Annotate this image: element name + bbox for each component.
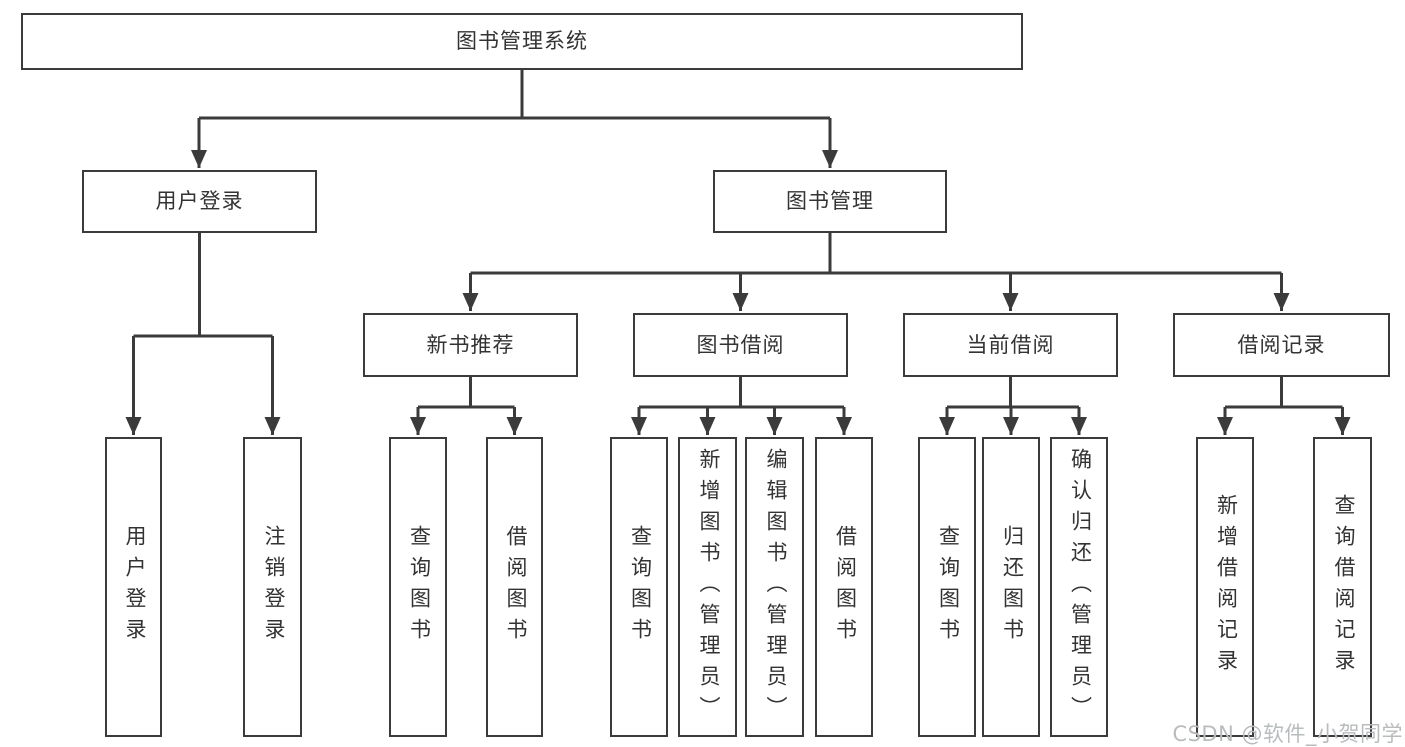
leaf-add-borrow-record-label: 新增借阅记录 [1214, 494, 1239, 680]
leaf-edit-books-admin: 编辑图书（管理员） [745, 437, 804, 737]
leaf-query-books-current: 查询图书 [918, 437, 976, 737]
leaf-add-borrow-record: 新增借阅记录 [1196, 437, 1254, 737]
leaf-user-login: 用户登录 [105, 437, 162, 737]
csdn-watermark: CSDN @软件_小贺同学 [1172, 722, 1403, 746]
node-user-login: 用户登录 [82, 170, 317, 233]
leaf-logout: 注销登录 [243, 437, 302, 737]
leaf-edit-books-admin-label: 编辑图书（管理员） [764, 447, 788, 727]
leaf-query-borrow-record-label: 查询借阅记录 [1332, 494, 1356, 680]
leaf-user-login-label: 用户登录 [123, 525, 147, 649]
node-root-system: 图书管理系统 [21, 13, 1023, 70]
leaf-query-books-borrow-label: 查询图书 [628, 525, 653, 649]
node-new-book-recommend: 新书推荐 [363, 313, 578, 377]
leaf-borrow-books-recommend: 借阅图书 [486, 437, 543, 737]
leaf-query-books-recommend-label: 查询图书 [407, 525, 432, 649]
node-current-borrow: 当前借阅 [903, 313, 1118, 377]
leaf-return-books: 归还图书 [982, 437, 1040, 737]
leaf-add-books-admin: 新增图书（管理员） [678, 437, 737, 737]
leaf-confirm-return-admin-label: 确认归还（管理员） [1068, 447, 1093, 727]
leaf-query-books-borrow: 查询图书 [610, 437, 668, 737]
leaf-add-books-admin-label: 新增图书（管理员） [697, 447, 721, 727]
leaf-query-borrow-record: 查询借阅记录 [1313, 437, 1372, 737]
leaf-borrow-books: 借阅图书 [815, 437, 873, 737]
leaf-borrow-books-label: 借阅图书 [833, 525, 858, 649]
leaf-confirm-return-admin: 确认归还（管理员） [1050, 437, 1108, 737]
leaf-return-books-label: 归还图书 [1000, 525, 1025, 649]
node-book-borrow: 图书借阅 [633, 313, 848, 377]
node-borrow-records: 借阅记录 [1173, 313, 1390, 377]
leaf-query-books-current-label: 查询图书 [936, 525, 961, 649]
node-book-management: 图书管理 [713, 170, 947, 233]
leaf-query-books-recommend: 查询图书 [389, 437, 447, 737]
leaf-borrow-books-recommend-label: 借阅图书 [504, 525, 528, 649]
leaf-logout-label: 注销登录 [262, 525, 286, 649]
